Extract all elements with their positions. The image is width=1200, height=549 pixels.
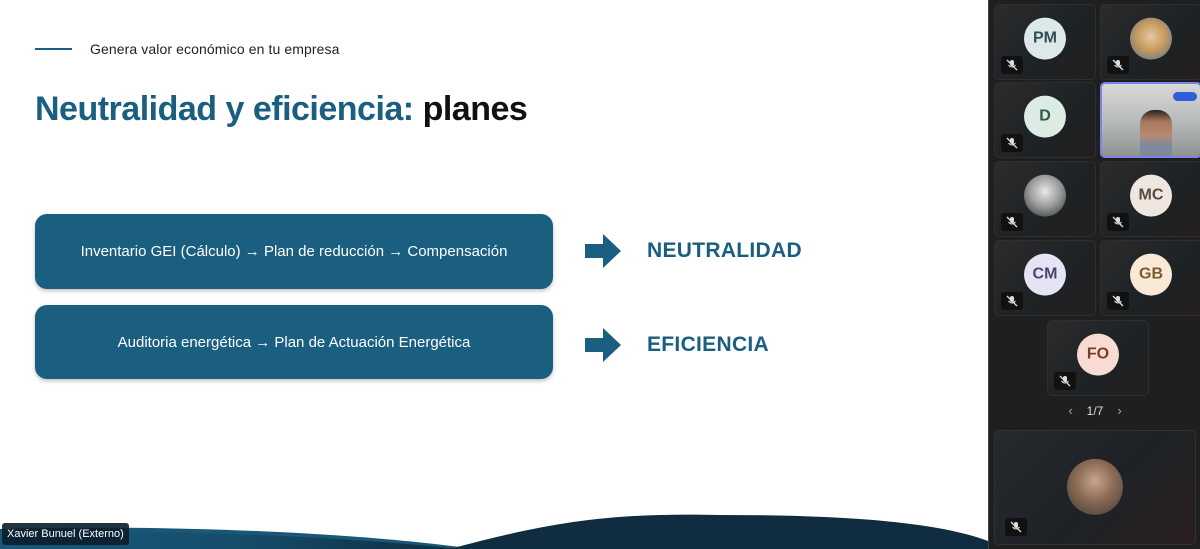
mic-off-icon	[1107, 292, 1129, 310]
mic-off-icon	[1107, 213, 1129, 231]
mic-off-icon	[1001, 56, 1023, 74]
title-accent: Neutralidad y eficiencia:	[35, 90, 414, 128]
right-arrow-icon	[585, 234, 621, 268]
participant-tile-mc[interactable]: MC	[1100, 161, 1200, 237]
participant-tile-cm[interactable]: CM	[994, 240, 1096, 316]
participant-tile-gb[interactable]: GB	[1100, 240, 1200, 316]
result-label: EFICIENCIA	[647, 333, 770, 356]
participant-tile-video-active[interactable]	[1100, 82, 1200, 158]
presentation-slide: Genera valor económico en tu empresa Neu…	[0, 0, 988, 549]
slide-kicker: Genera valor económico en tu empresa	[35, 41, 340, 57]
page-indicator: 1/7	[1086, 403, 1104, 418]
participant-tile-fo[interactable]: FO	[1047, 320, 1149, 396]
chevron-left-icon[interactable]: ‹	[1068, 403, 1073, 418]
avatar: MC	[1130, 174, 1172, 217]
self-view-tile[interactable]	[994, 430, 1196, 545]
chevron-right-icon[interactable]: ›	[1117, 403, 1122, 418]
participant-gallery: PM D MC CM	[988, 0, 1200, 549]
plan-box-eficiencia: Auditoria energética → Plan de Actuación…	[35, 305, 553, 379]
avatar-photo	[1024, 174, 1066, 217]
mic-off-icon	[1001, 213, 1023, 231]
participant-tile-photo-2[interactable]	[994, 161, 1096, 237]
footer-wave	[0, 514, 988, 549]
avatar: FO	[1077, 333, 1119, 376]
avatar: D	[1024, 95, 1066, 138]
result-label: NEUTRALIDAD	[647, 239, 802, 262]
avatar-photo	[1067, 458, 1123, 515]
mic-off-icon	[1054, 372, 1076, 390]
result-neutralidad: NEUTRALIDAD	[585, 234, 802, 268]
avatar: PM	[1024, 17, 1066, 60]
mic-off-icon	[1001, 134, 1023, 152]
mic-off-icon	[1005, 518, 1027, 536]
avatar-photo	[1130, 17, 1172, 60]
mic-off-icon	[1001, 292, 1023, 310]
kicker-text: Genera valor económico en tu empresa	[90, 41, 340, 57]
participant-tile-photo-1[interactable]	[1100, 4, 1200, 80]
title-dark: planes	[422, 90, 528, 128]
video-person	[1140, 110, 1172, 156]
avatar: GB	[1130, 253, 1172, 296]
gallery-pager: ‹ 1/7 ›	[989, 403, 1200, 418]
plan-text: Auditoria energética → Plan de Actuación…	[117, 333, 471, 351]
video-badge	[1173, 92, 1197, 101]
kicker-line	[35, 48, 72, 50]
right-arrow-icon	[585, 328, 621, 362]
participant-tile-pm[interactable]: PM	[994, 4, 1096, 80]
avatar: CM	[1024, 253, 1066, 296]
speaker-name-tag: Xavier Bunuel (Externo)	[2, 523, 129, 545]
plan-text: Inventario GEI (Cálculo) → Plan de reduc…	[80, 243, 508, 260]
plan-box-neutralidad: Inventario GEI (Cálculo) → Plan de reduc…	[35, 214, 553, 289]
slide-title: Neutralidad y eficiencia: planes	[35, 90, 528, 129]
mic-off-icon	[1107, 56, 1129, 74]
participant-tile-d[interactable]: D	[994, 82, 1096, 158]
result-eficiencia: EFICIENCIA	[585, 328, 769, 362]
